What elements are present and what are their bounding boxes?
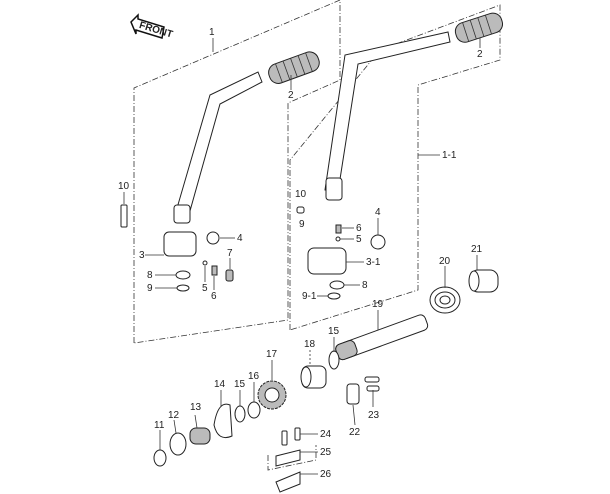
kick-arm-right <box>324 31 451 201</box>
circlip-9-left <box>176 284 190 292</box>
plate-22 <box>346 383 360 405</box>
callout-19: 19 <box>372 299 384 310</box>
callout-2-right: 2 <box>477 49 483 60</box>
callout-9-left: 9 <box>147 283 153 294</box>
spring-6-left <box>211 265 218 276</box>
callout-15-left: 15 <box>234 379 246 390</box>
guide-21 <box>468 269 499 293</box>
spring-13 <box>189 427 211 445</box>
callout-8-right: 8 <box>362 280 368 291</box>
kick-boss-3 <box>163 231 197 257</box>
callout-5-right: 5 <box>356 234 362 245</box>
callout-8-left: 8 <box>147 270 153 281</box>
callout-4-right: 4 <box>375 207 381 218</box>
front-arrow-icon: FRONT <box>130 13 174 41</box>
callout-4-left: 4 <box>237 233 243 244</box>
callout-23: 23 <box>368 410 380 421</box>
circlip-11 <box>153 449 167 467</box>
bolt-23-a <box>364 376 380 383</box>
washer-8-left <box>175 270 191 280</box>
callout-18: 18 <box>304 339 316 350</box>
callout-6-left: 6 <box>211 291 217 302</box>
kick-grip-left <box>268 51 320 84</box>
washer-16 <box>247 401 261 419</box>
circlip-9-1 <box>327 292 341 300</box>
callout-11: 11 <box>154 420 165 431</box>
bolt-10-left <box>120 204 128 228</box>
callout-1-1: 1-1 <box>442 150 457 161</box>
collar-18 <box>300 365 327 389</box>
callout-22: 22 <box>349 427 361 438</box>
bolt-24-a <box>281 430 288 446</box>
cap-4-left <box>206 231 220 245</box>
callout-14: 14 <box>214 379 226 390</box>
callout-6-right: 6 <box>356 223 362 234</box>
group-box-1 <box>133 0 341 344</box>
ball-5-right <box>335 236 341 242</box>
bolt-24-b <box>294 427 301 441</box>
cap-4-right <box>370 234 386 250</box>
group-box-25 <box>267 445 317 471</box>
callout-3: 3 <box>139 250 145 261</box>
group-box-1-1 <box>289 4 501 331</box>
ratchet-14 <box>213 403 233 439</box>
callout-15-right: 15 <box>328 326 340 337</box>
spring-20 <box>429 286 461 314</box>
ball-5-left <box>202 260 208 266</box>
callout-7: 7 <box>227 248 233 259</box>
callout-20: 20 <box>439 256 451 267</box>
callout-3-1: 3-1 <box>366 257 381 268</box>
callout-26: 26 <box>320 469 332 480</box>
callout-10-left: 10 <box>118 181 130 192</box>
washer-12 <box>169 432 187 456</box>
callout-2-left: 2 <box>288 90 294 101</box>
front-label: FRONT <box>138 20 174 41</box>
callout-9-right: 9 <box>299 219 305 230</box>
washer-8-right <box>329 280 345 290</box>
plate-26 <box>275 471 301 493</box>
callout-10-right: 10 <box>295 189 307 200</box>
kick-grip-right <box>454 12 504 43</box>
callout-5-left: 5 <box>202 283 208 294</box>
callout-25: 25 <box>320 447 332 458</box>
circlip-15-right <box>328 350 340 370</box>
callout-1: 1 <box>209 27 215 38</box>
callout-16: 16 <box>248 371 260 382</box>
callout-24: 24 <box>320 429 332 440</box>
spring-6-right <box>335 224 342 234</box>
callout-17: 17 <box>266 349 278 360</box>
cap-10-right <box>296 206 305 214</box>
kick-arm-left <box>173 71 263 224</box>
kick-shaft-19 <box>335 314 429 361</box>
leader-lines <box>123 38 481 475</box>
pin-7 <box>225 269 234 282</box>
callout-9-1: 9-1 <box>302 291 317 302</box>
circlip-15-left <box>234 405 246 423</box>
plate-25 <box>275 449 301 467</box>
gear-17 <box>257 380 287 410</box>
callout-21: 21 <box>471 244 483 255</box>
kick-boss-3-1 <box>307 247 347 275</box>
callout-12: 12 <box>168 410 180 421</box>
callout-13: 13 <box>190 402 202 413</box>
